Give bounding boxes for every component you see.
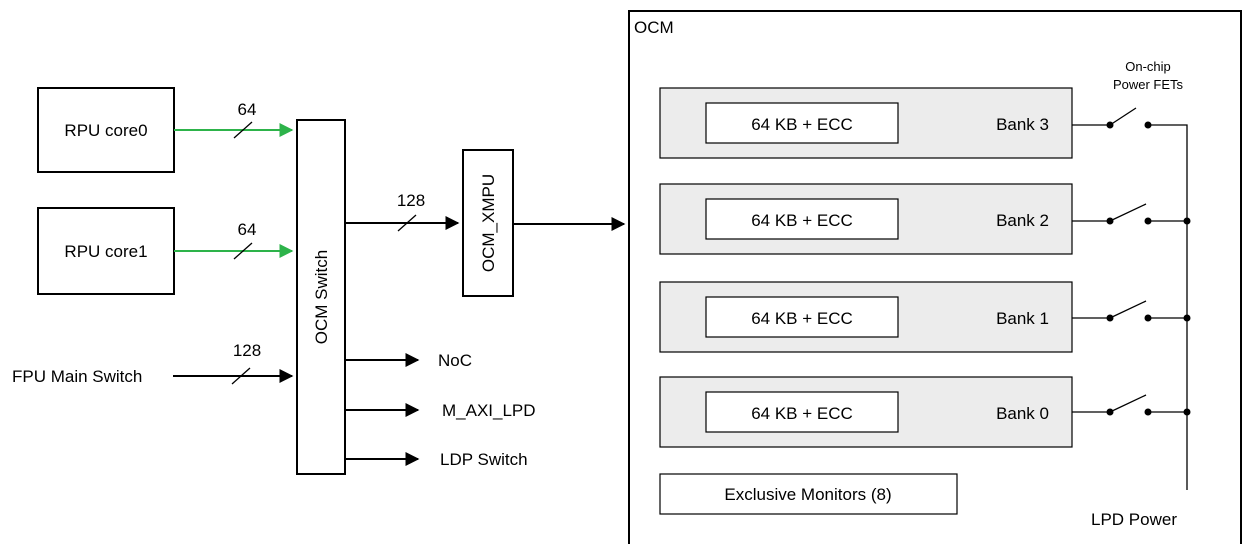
bank-2: 64 KB + ECC Bank 2 bbox=[659, 183, 1073, 255]
output-noc: NoC bbox=[345, 351, 472, 370]
fpu-bus-width: 128 bbox=[233, 341, 261, 360]
ocm-xmpu-label: OCM_XMPU bbox=[479, 174, 498, 272]
xmpu-bus-width: 128 bbox=[397, 191, 425, 210]
fet-label-line2: Power FETs bbox=[1113, 77, 1184, 92]
bank-0: 64 KB + ECC Bank 0 bbox=[659, 376, 1073, 448]
bank-2-name: Bank 2 bbox=[996, 211, 1049, 230]
rpu-core0-block: RPU core0 bbox=[37, 87, 175, 173]
rpu-core1-label: RPU core1 bbox=[64, 242, 147, 261]
ocm-switch-block: OCM Switch bbox=[296, 119, 346, 475]
power-fet-bank-0 bbox=[1072, 394, 1191, 416]
bank-3: 64 KB + ECC Bank 3 bbox=[659, 87, 1073, 159]
ocm-title: OCM bbox=[634, 18, 674, 37]
switch-to-xmpu-link: 128 bbox=[345, 191, 460, 232]
bank-0-name: Bank 0 bbox=[996, 404, 1049, 423]
output-m-axi-lpd-label: M_AXI_LPD bbox=[442, 401, 536, 420]
rpu-core0-bus-width: 64 bbox=[238, 100, 257, 119]
power-rail bbox=[1148, 124, 1188, 490]
bank-1-name: Bank 1 bbox=[996, 309, 1049, 328]
ocm-switch-label: OCM Switch bbox=[312, 250, 331, 344]
bank-1-memory: 64 KB + ECC bbox=[751, 309, 853, 328]
power-fet-bank-2 bbox=[1072, 203, 1191, 225]
lpd-power-label: LPD Power bbox=[1091, 510, 1177, 529]
fpu-main-switch: FPU Main Switch 128 bbox=[12, 341, 294, 386]
output-ldp-switch-label: LDP Switch bbox=[440, 450, 528, 469]
bank-0-memory: 64 KB + ECC bbox=[751, 404, 853, 423]
output-noc-label: NoC bbox=[438, 351, 472, 370]
power-fet-bank-3 bbox=[1072, 107, 1152, 129]
bank-3-memory: 64 KB + ECC bbox=[751, 115, 853, 134]
rpu-core0-link: 64 bbox=[174, 100, 294, 139]
rpu-core1-block: RPU core1 bbox=[37, 207, 175, 295]
exclusive-monitors-label: Exclusive Monitors (8) bbox=[724, 485, 891, 504]
fpu-main-switch-label: FPU Main Switch bbox=[12, 367, 142, 386]
rpu-core1-bus-width: 64 bbox=[238, 220, 257, 239]
output-ldp-switch: LDP Switch bbox=[345, 450, 528, 469]
rpu-core1-link: 64 bbox=[174, 220, 294, 260]
fet-label-line1: On-chip bbox=[1125, 59, 1171, 74]
bank-2-memory: 64 KB + ECC bbox=[751, 211, 853, 230]
rpu-core0-label: RPU core0 bbox=[64, 121, 147, 140]
exclusive-monitors: Exclusive Monitors (8) bbox=[659, 473, 958, 515]
bank-3-name: Bank 3 bbox=[996, 115, 1049, 134]
power-fet-bank-1 bbox=[1072, 300, 1191, 322]
output-m-axi-lpd: M_AXI_LPD bbox=[345, 401, 536, 420]
ocm-xmpu-block: OCM_XMPU bbox=[462, 149, 514, 297]
bank-1: 64 KB + ECC Bank 1 bbox=[659, 281, 1073, 353]
